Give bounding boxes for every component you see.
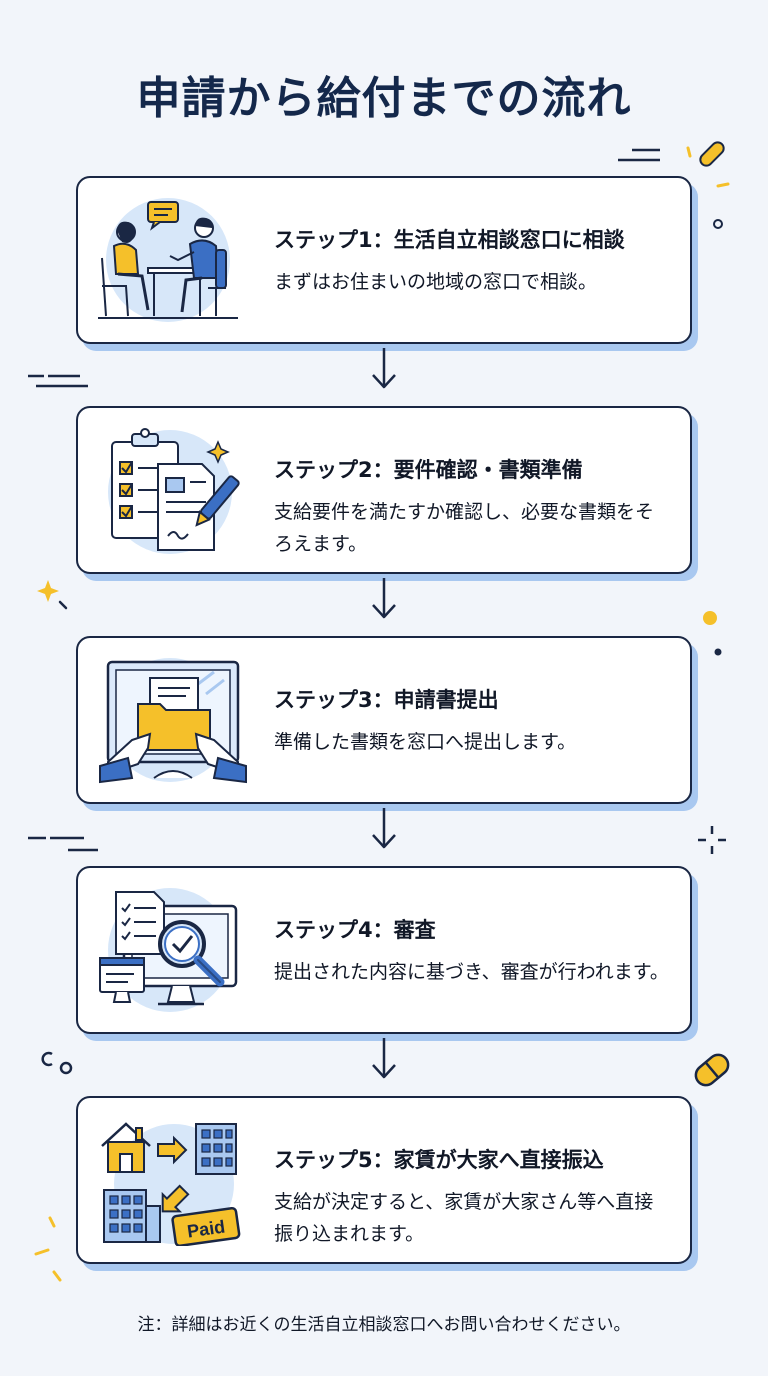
decoration-crosshair-right (698, 826, 726, 854)
step-description: まずはお住まいの地域の窓口で相談。 (274, 271, 598, 293)
checklist-documents-icon (108, 428, 240, 554)
step-title: ステップ1：生活自立相談窓口に相談 (274, 228, 625, 252)
step-card-4: ステップ4：審査 提出された内容に基づき、審査が行われます。 (76, 866, 692, 1034)
rent-transfer-icon: Paid (101, 1122, 241, 1246)
step-title: ステップ3：申請書提出 (274, 688, 499, 712)
page-title: 申請から給付までの流れ (136, 73, 632, 124)
step-description: 支給が決定すると、家賃が大家さん等へ直接振り込まれます。 (274, 1191, 654, 1245)
footnote: 注：詳細はお近くの生活自立相談窓口へお問い合わせください。 (137, 1315, 631, 1335)
step-card-5: Paid ステップ5：家賃が大家へ直接振込 支給が決定すると、家賃が大家さん等へ… (76, 1096, 692, 1264)
step-title: ステップ4：審査 (274, 918, 436, 942)
decoration-circles-left (41, 1051, 73, 1075)
step-description: 提出された内容に基づき、審査が行われます。 (274, 961, 669, 983)
arrow-down-icon (372, 348, 396, 389)
submit-folder-icon (99, 658, 247, 784)
step-card-1: ステップ1：生活自立相談窓口に相談 まずはお住まいの地域の窓口で相談。 (76, 176, 692, 344)
arrow-down-icon (372, 578, 396, 619)
decoration-top-right (618, 141, 730, 229)
decoration-sparks-bottom-left (34, 1216, 62, 1282)
consultation-icon (98, 198, 238, 322)
review-magnifier-icon (99, 888, 238, 1012)
step-description: 支給要件を満たすか確認し、必要な書類をそろえます。 (274, 501, 655, 555)
decoration-dots-right (703, 611, 722, 656)
arrow-down-icon (372, 808, 396, 849)
step-card-2: ステップ2：要件確認・書類準備 支給要件を満たすか確認し、必要な書類をそろえます… (76, 406, 692, 574)
step-title: ステップ2：要件確認・書類準備 (274, 458, 583, 482)
arrow-down-icon (372, 1038, 396, 1079)
decoration-sparkle-left (37, 580, 68, 610)
decoration-left-lines-2 (28, 836, 98, 852)
decoration-left-lines-1 (28, 374, 88, 388)
decoration-pill-right (694, 1053, 730, 1087)
step-title: ステップ5：家賃が大家へ直接振込 (274, 1148, 604, 1172)
step-card-3: ステップ3：申請書提出 準備した書類を窓口へ提出します。 (76, 636, 692, 804)
step-description: 準備した書類を窓口へ提出します。 (274, 731, 577, 753)
